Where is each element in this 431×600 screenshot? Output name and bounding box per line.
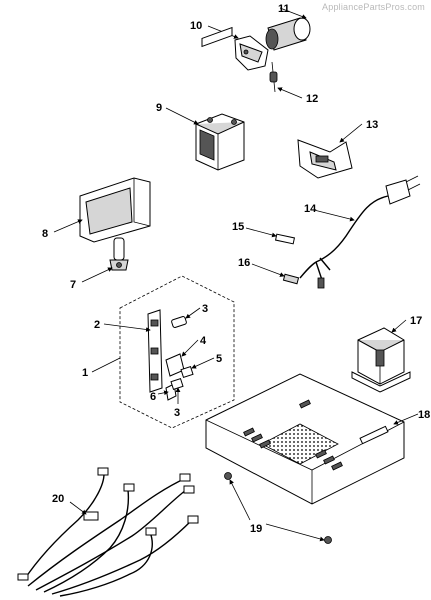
part-base-plate[interactable]	[205, 373, 405, 505]
callout-12: 12	[306, 93, 318, 105]
callout-5: 5	[216, 353, 222, 365]
part-latch-board[interactable]	[147, 309, 163, 393]
part-fuse[interactable]	[274, 233, 296, 245]
part-magnetron[interactable]	[195, 26, 245, 171]
callout-7: 7	[70, 279, 76, 291]
watermark-text: AppliancePartsPros.com	[322, 2, 425, 12]
callout-15: 15	[232, 221, 244, 233]
part-switch-right[interactable]	[180, 366, 194, 378]
callout-8: 8	[42, 228, 48, 240]
part-mounting-bracket[interactable]	[297, 139, 353, 179]
part-foot-left[interactable]	[224, 472, 232, 480]
part-transformer[interactable]	[351, 327, 411, 393]
callout-16: 16	[238, 257, 250, 269]
callout-6: 6	[150, 391, 156, 403]
part-switch-lower[interactable]	[170, 378, 184, 390]
callout-20: 20	[52, 493, 64, 505]
part-power-cord[interactable]	[299, 175, 421, 289]
callout-18: 18	[418, 409, 430, 421]
part-thermal-sensor[interactable]	[109, 237, 129, 271]
part-wire-harness[interactable]	[17, 467, 199, 597]
callout-3-upper: 3	[202, 303, 208, 315]
callout-3-lower: 3	[174, 407, 180, 419]
callout-10: 10	[190, 20, 202, 32]
latch-assembly-group	[119, 275, 235, 429]
callout-19: 19	[250, 523, 262, 535]
callout-17: 17	[410, 315, 422, 327]
part-waveguide-cover[interactable]	[79, 177, 151, 243]
callout-13: 13	[366, 119, 378, 131]
callout-14: 14	[304, 203, 317, 215]
part-capacitor[interactable]	[265, 17, 311, 51]
callout-9: 9	[156, 102, 162, 114]
part-thermal-fuse[interactable]	[282, 273, 300, 285]
part-switch-upper[interactable]	[171, 316, 187, 328]
callout-11: 11	[278, 3, 290, 15]
part-diode[interactable]	[269, 61, 278, 93]
callout-2: 2	[94, 319, 100, 331]
part-switch-middle[interactable]	[165, 353, 185, 377]
callout-4: 4	[200, 335, 207, 347]
callout-1: 1	[82, 367, 88, 379]
part-capacitor-bracket[interactable]	[234, 35, 269, 71]
part-foot-right[interactable]	[324, 536, 332, 544]
